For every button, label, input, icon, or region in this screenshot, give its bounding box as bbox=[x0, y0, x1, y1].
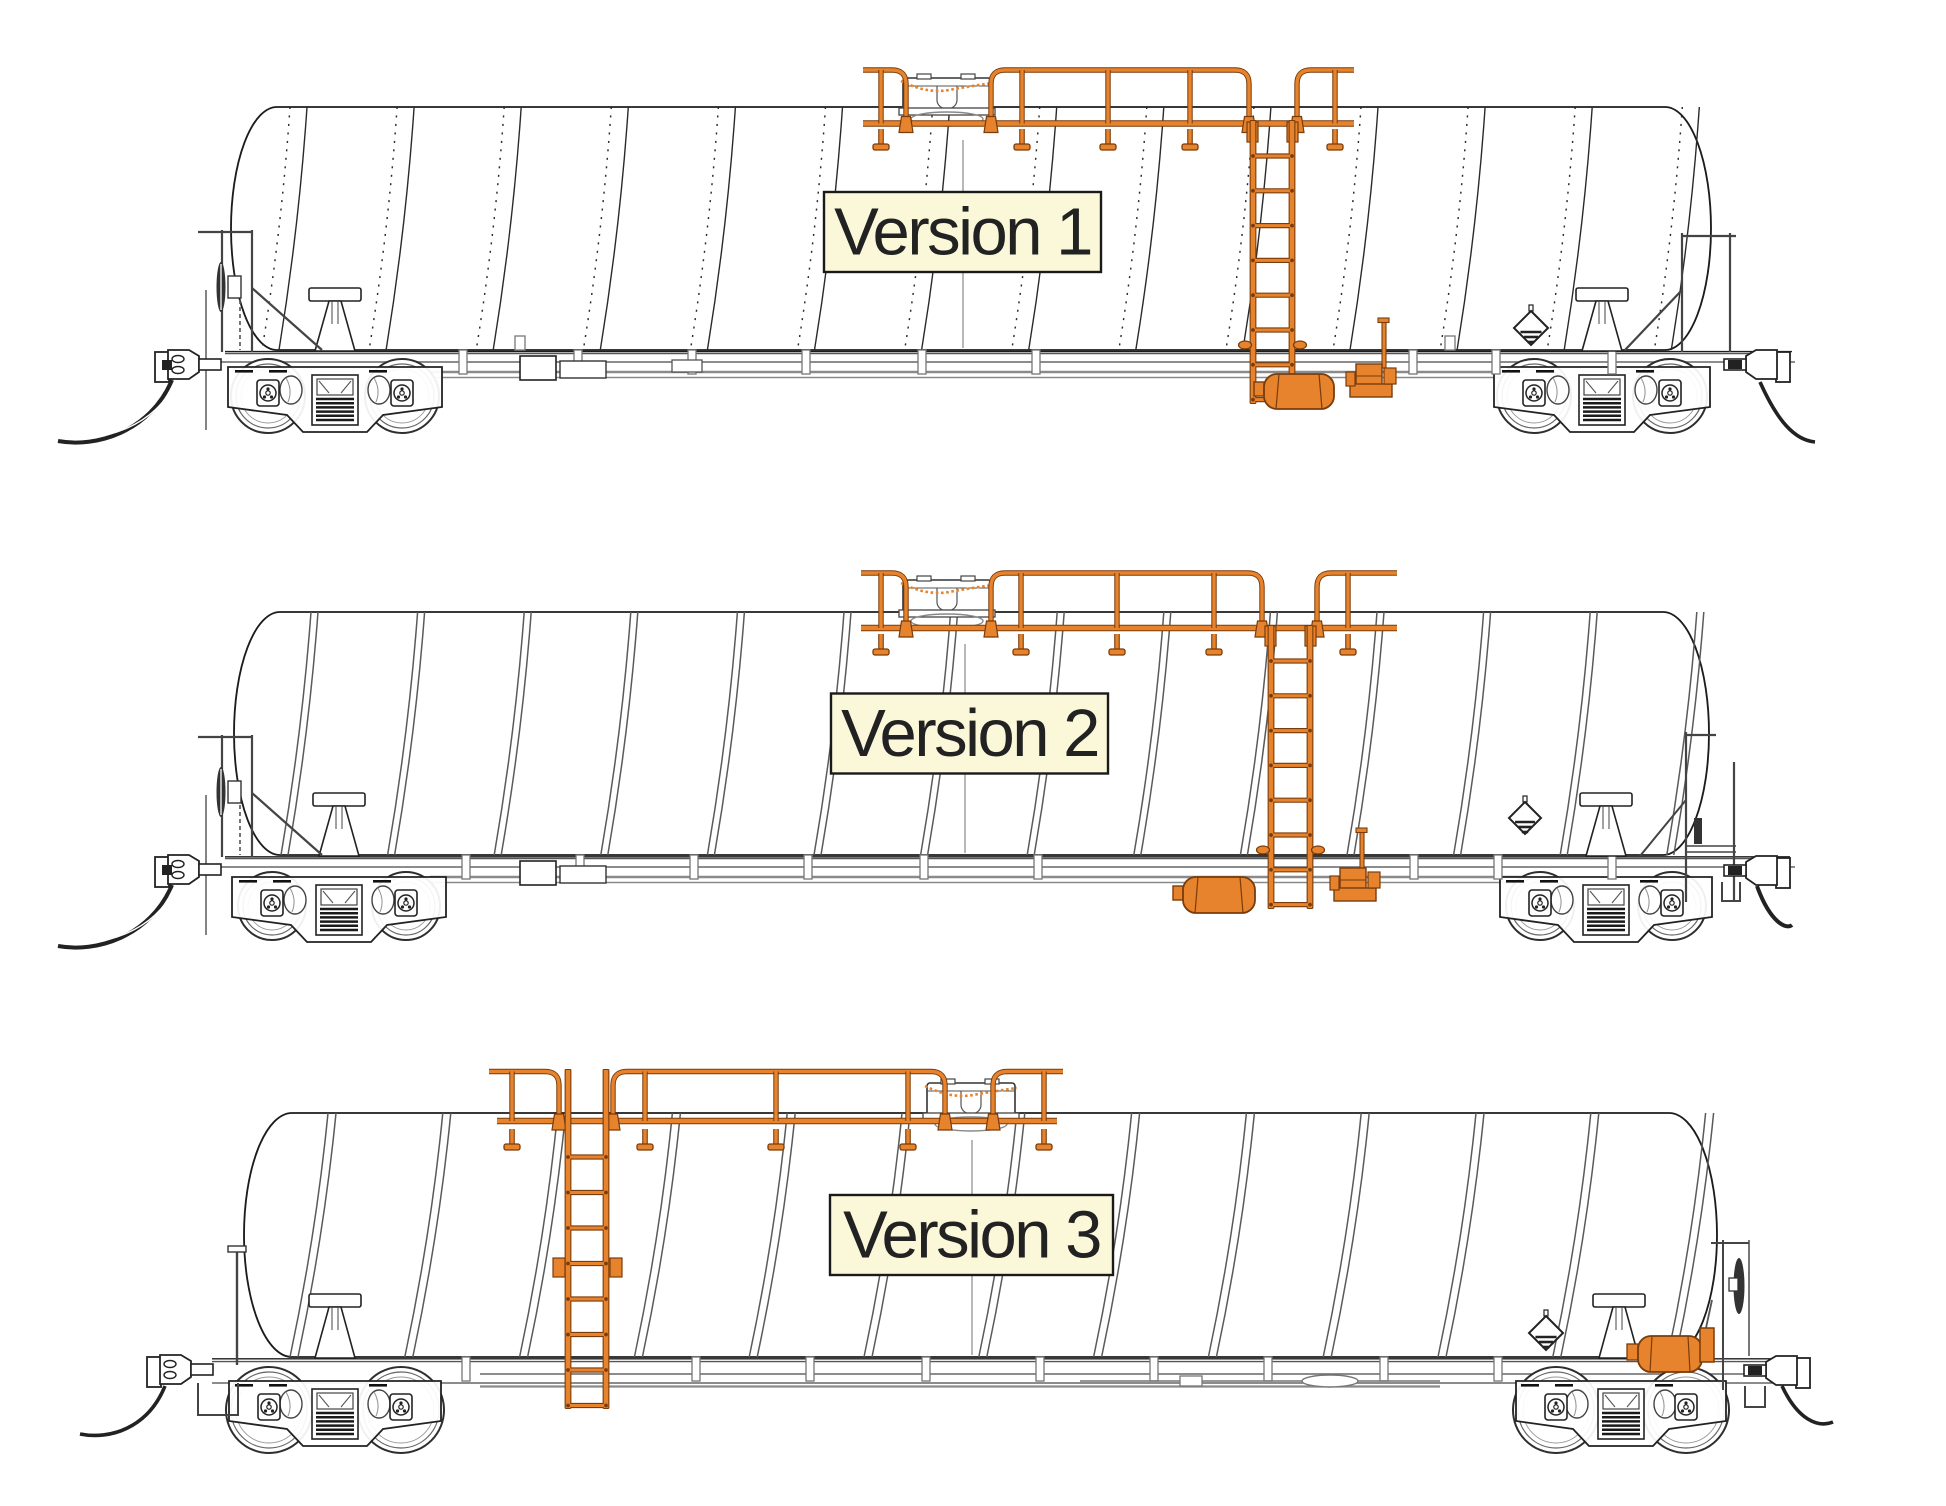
svg-text:Version 3: Version 3 bbox=[843, 1198, 1100, 1273]
svg-text:Version 1: Version 1 bbox=[834, 195, 1091, 270]
svg-text:Version 2: Version 2 bbox=[841, 696, 1098, 771]
